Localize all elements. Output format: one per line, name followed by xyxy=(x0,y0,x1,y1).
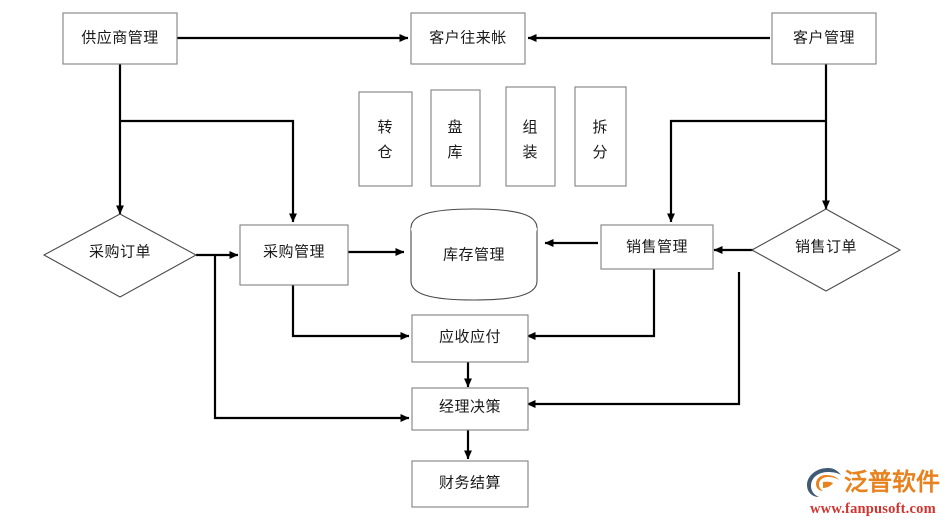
edge-purchase-mgmt-to-receivable xyxy=(291,285,410,340)
node-supplier-mgmt[interactable]: 供应商管理 xyxy=(62,12,178,65)
node-assembly[interactable]: 组 装 xyxy=(505,86,556,187)
node-transfer-warehouse-char-0: 转 xyxy=(377,119,392,136)
edge-supplier-to-purchase-mgmt xyxy=(120,119,297,223)
node-assembly-char-0: 组 xyxy=(522,119,537,136)
node-manager-decision-label: 经理决策 xyxy=(439,398,501,415)
node-customer-account[interactable]: 客户往来帐 xyxy=(410,12,526,65)
node-customer-account-label: 客户往来帐 xyxy=(429,29,507,46)
node-supplier-mgmt-label: 供应商管理 xyxy=(81,28,159,46)
node-assembly-char-1: 装 xyxy=(522,144,537,161)
node-purchase-mgmt-label: 采购管理 xyxy=(263,243,325,260)
node-purchase-mgmt[interactable]: 采购管理 xyxy=(239,224,349,286)
node-sales-mgmt-label: 销售管理 xyxy=(626,238,688,255)
edge-sales-mgmt-to-receivable xyxy=(526,268,656,340)
node-customer-mgmt-label: 客户管理 xyxy=(793,29,855,46)
node-sales-mgmt[interactable]: 销售管理 xyxy=(600,224,714,270)
node-purchase-order-label: 采购订单 xyxy=(89,243,151,260)
node-split[interactable]: 拆 分 xyxy=(574,86,627,187)
node-split-char-0: 拆 xyxy=(592,119,607,136)
node-split-char-1: 分 xyxy=(592,144,607,161)
node-customer-mgmt[interactable]: 客户管理 xyxy=(771,12,877,65)
edge-purchase-order-to-manager xyxy=(213,255,410,422)
node-sales-order-label: 销售订单 xyxy=(795,238,857,255)
node-purchase-order[interactable]: 采购订单 xyxy=(42,213,198,298)
node-stocktake[interactable]: 盘 库 xyxy=(430,89,481,187)
node-transfer-warehouse[interactable]: 转 仓 xyxy=(358,91,413,187)
node-financial-settlement-label: 财务结算 xyxy=(439,473,501,491)
node-receivable-payable-label: 应收应付 xyxy=(439,327,501,345)
node-sales-order[interactable]: 销售订单 xyxy=(750,208,902,292)
node-manager-decision[interactable]: 经理决策 xyxy=(411,387,529,431)
node-financial-settlement[interactable]: 财务结算 xyxy=(411,460,529,508)
edge-sales-order-to-manager xyxy=(526,272,741,408)
node-inventory-mgmt[interactable]: 库存管理 xyxy=(410,208,538,301)
edge-customer-mgmt-to-sales-mgmt xyxy=(667,119,826,223)
node-transfer-warehouse-char-1: 仓 xyxy=(377,144,392,161)
node-stocktake-char-0: 盘 xyxy=(447,118,462,136)
node-stocktake-char-1: 库 xyxy=(447,144,462,161)
node-inventory-mgmt-label: 库存管理 xyxy=(443,246,505,263)
node-receivable-payable[interactable]: 应收应付 xyxy=(411,314,529,363)
